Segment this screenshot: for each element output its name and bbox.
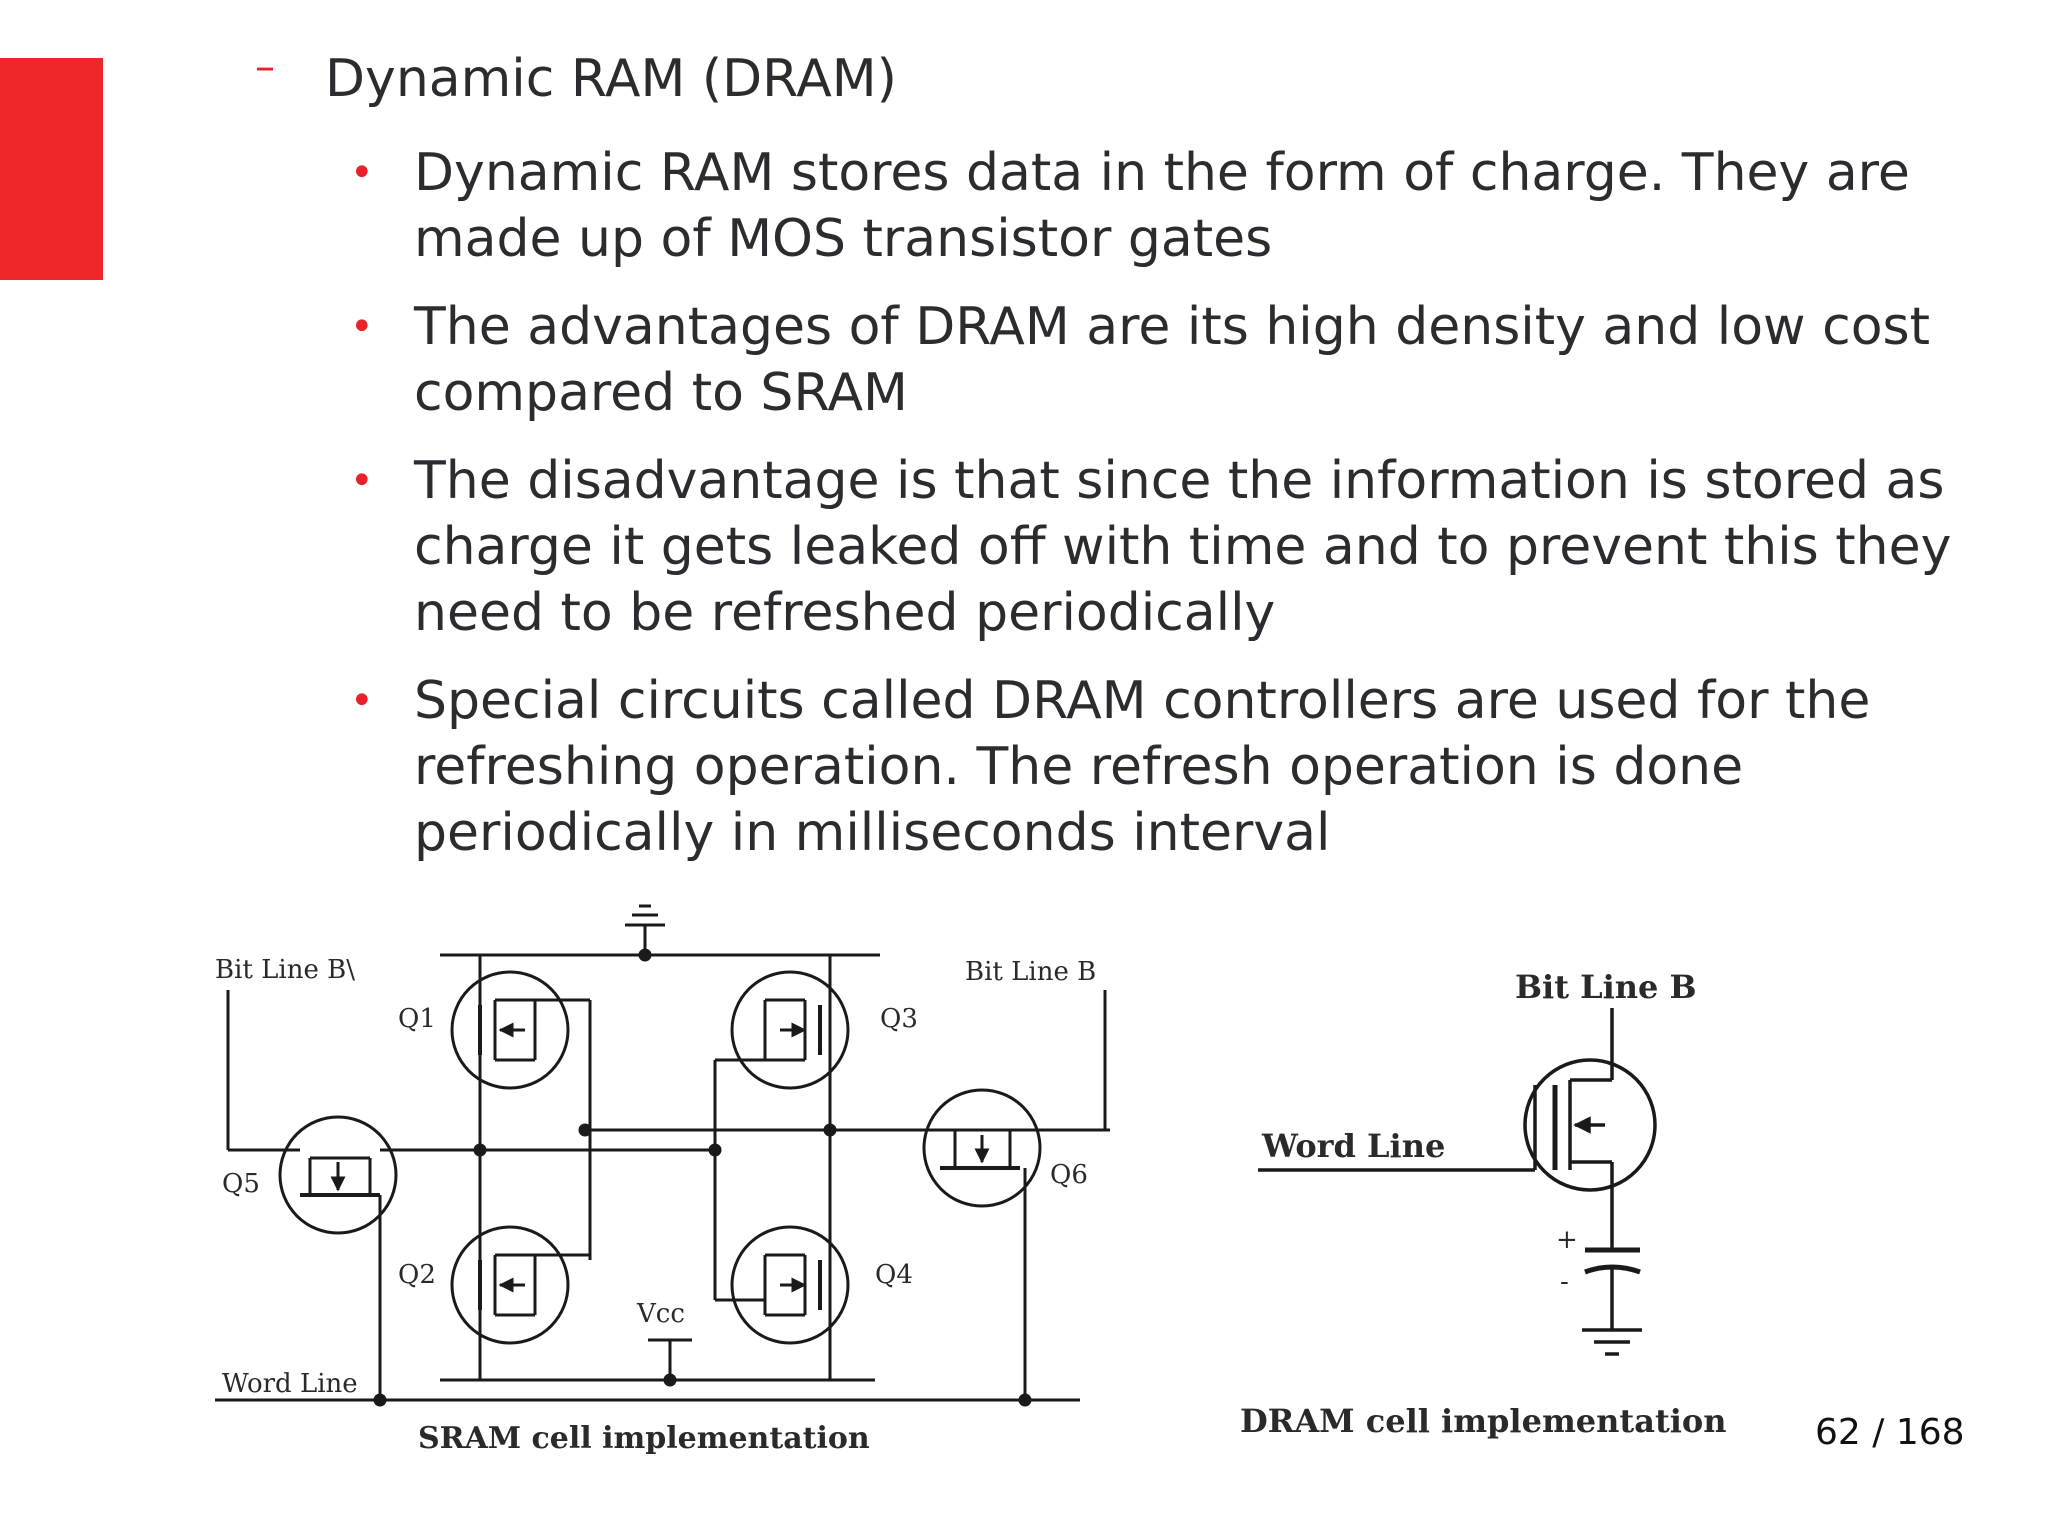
sram-vcc-label: Vcc xyxy=(636,1299,685,1329)
slide-heading: Dynamic RAM (DRAM) xyxy=(325,49,897,109)
bullet-text: Special circuits called DRAM controllers… xyxy=(414,671,1871,863)
bullet-list: • Dynamic RAM stores data in the form of … xyxy=(350,140,2010,888)
sram-bit-line-bar-label: Bit Line B\ xyxy=(215,955,355,985)
bullet-text: The advantages of DRAM are its high dens… xyxy=(414,297,1930,423)
sram-q3-label: Q3 xyxy=(880,1004,918,1034)
page-number: 62 / 168 xyxy=(1815,1412,1965,1453)
sram-caption: SRAM cell implementation xyxy=(418,1421,870,1456)
dram-word-line-label: Word Line xyxy=(1261,1127,1445,1165)
bullet-marker: • xyxy=(350,458,374,504)
bullet-text: The disadvantage is that since the infor… xyxy=(414,451,1952,643)
bullet-item: • The advantages of DRAM are its high den… xyxy=(350,294,2010,426)
sram-q4-label: Q4 xyxy=(875,1260,913,1290)
sram-q1-label: Q1 xyxy=(398,1004,436,1034)
dram-plus-label: + xyxy=(1556,1225,1578,1255)
bullet-item: • Special circuits called DRAM controller… xyxy=(350,668,2010,866)
dram-bit-line-label: Bit Line B xyxy=(1515,968,1697,1006)
dram-cell-diagram xyxy=(1258,1008,1657,1356)
sram-q2-label: Q2 xyxy=(398,1260,436,1290)
bullet-marker: • xyxy=(350,304,374,350)
heading-dash-marker: – xyxy=(255,44,275,90)
sram-word-line-label: Word Line xyxy=(222,1369,358,1399)
sram-q6-label: Q6 xyxy=(1050,1160,1088,1190)
sram-bit-line-label: Bit Line B xyxy=(965,957,1096,987)
sram-q5-label: Q5 xyxy=(222,1169,260,1199)
dram-caption: DRAM cell implementation xyxy=(1240,1402,1726,1440)
bullet-item: • Dynamic RAM stores data in the form of … xyxy=(350,140,2010,272)
bullet-text: Dynamic RAM stores data in the form of c… xyxy=(414,143,1910,269)
bullet-marker: • xyxy=(350,150,374,196)
bullet-item: • The disadvantage is that since the info… xyxy=(350,448,2010,646)
accent-tab xyxy=(0,58,103,280)
sram-cell-diagram xyxy=(215,904,1110,1407)
bullet-marker: • xyxy=(350,678,374,724)
dram-minus-label: - xyxy=(1560,1267,1569,1297)
